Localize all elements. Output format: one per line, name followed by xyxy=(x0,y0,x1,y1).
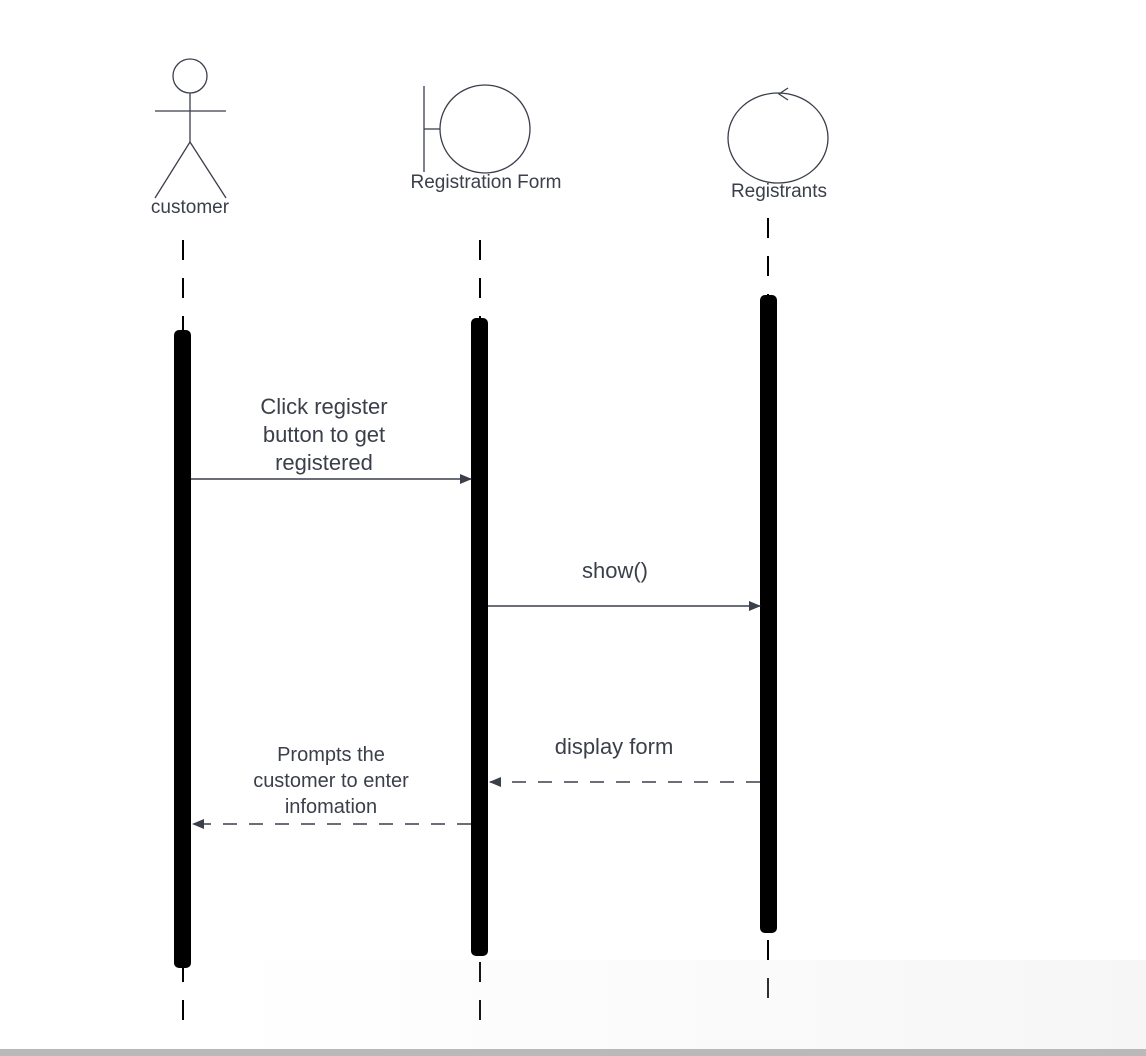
registrants-label: Registrants xyxy=(730,181,828,202)
message-label-3: display form xyxy=(554,734,674,759)
registrants-control-icon[interactable] xyxy=(727,87,829,184)
bottom-bar xyxy=(0,1049,1146,1056)
message-label-4: Prompts the customer to enter infomation xyxy=(253,744,409,818)
message-label-2: show() xyxy=(581,558,648,583)
message-label-1: Click register button to get registered xyxy=(260,394,388,475)
registration-form-boundary-icon[interactable] xyxy=(423,84,531,174)
customer-activation-bar[interactable] xyxy=(174,330,191,968)
customer-label: customer xyxy=(150,197,230,218)
registration-form-activation-bar[interactable] xyxy=(471,318,488,956)
registration-form-label: Registration Form xyxy=(410,172,562,193)
registrants-activation-bar[interactable] xyxy=(760,295,777,933)
customer-actor-icon[interactable] xyxy=(154,58,227,199)
